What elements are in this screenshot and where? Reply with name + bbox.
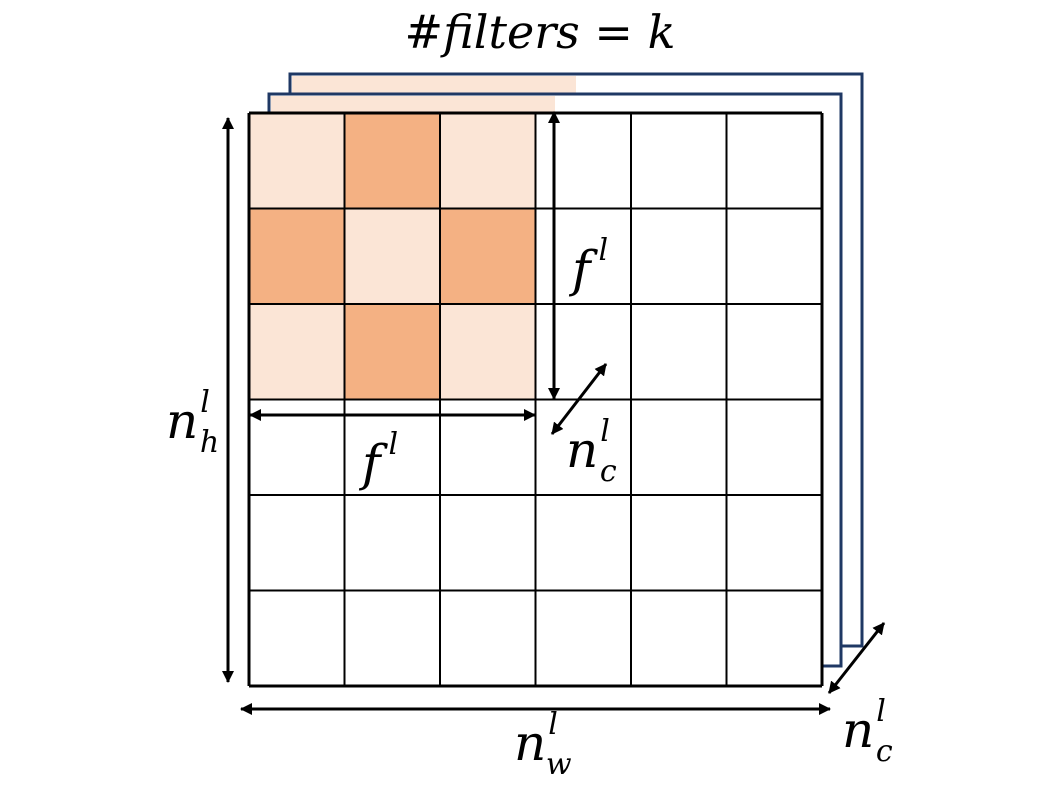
filter-cell-light [440, 304, 536, 400]
filter-cell-light [344, 208, 440, 304]
filter-cell-light [249, 304, 345, 400]
back-layer-1-filter-strip [271, 96, 555, 113]
back-layer-2-filter-strip [292, 76, 576, 94]
nc-outer-arrow [827, 622, 886, 694]
filter-cell-dark [249, 208, 345, 304]
nc-inner-arrow [550, 363, 608, 435]
diagram-title: #filters = k [405, 5, 676, 59]
filter-cell-dark [344, 304, 440, 400]
filter-cell-light [440, 113, 536, 209]
filter-cell-light [249, 113, 345, 209]
filter-cell-dark [440, 208, 536, 304]
filter-cell-dark [344, 113, 440, 209]
input-volume-front-layer [247, 111, 824, 688]
